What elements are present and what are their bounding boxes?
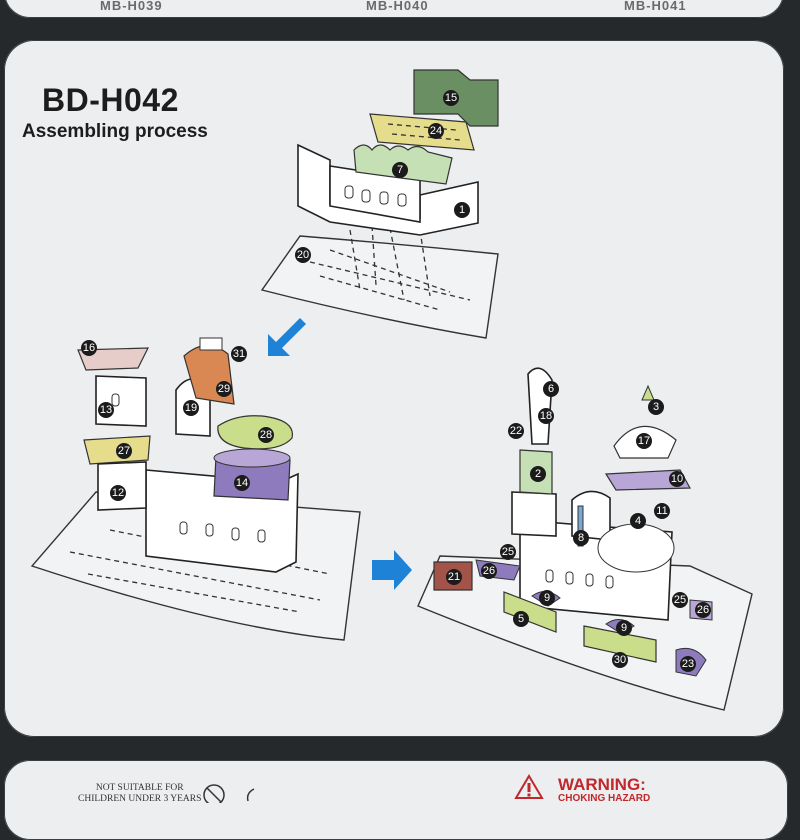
step-2-illustration: 16 31 13 29 19 28 27 14 12 <box>30 337 361 641</box>
badge-9-left: 9 <box>544 592 550 604</box>
part-28-lime-cap <box>217 415 294 450</box>
badge-12: 12 <box>112 487 124 499</box>
badge-5: 5 <box>518 613 524 625</box>
badge-15: 15 <box>445 92 457 104</box>
badge-3: 3 <box>653 401 659 413</box>
assembling-process-subtitle: Assembling process <box>22 121 208 142</box>
badge-2: 2 <box>535 468 541 480</box>
badge-23: 23 <box>682 658 694 670</box>
no-small-children-icon <box>203 784 225 803</box>
part-5-fence <box>503 591 557 633</box>
step-1-illustration: 15 24 7 1 20 <box>260 69 499 339</box>
badge-1: 1 <box>459 204 465 216</box>
assembly-diagram: 15 24 7 1 20 16 31 13 29 19 <box>30 69 753 711</box>
badge-9-right: 9 <box>621 622 627 634</box>
badge-11: 11 <box>656 505 667 517</box>
badge-17: 17 <box>638 435 650 447</box>
badge-25-left: 25 <box>502 546 514 558</box>
badge-18: 18 <box>540 410 552 422</box>
part-24-roof <box>369 113 475 151</box>
badge-20: 20 <box>297 249 309 261</box>
badge-21: 21 <box>448 571 460 583</box>
badge-22: 22 <box>510 425 522 437</box>
age-warning-text: NOT SUITABLE FOR CHILDREN UNDER 3 YEARS <box>78 783 201 805</box>
badge-16: 16 <box>83 342 95 354</box>
badge-30: 30 <box>614 654 626 666</box>
top-model-label-3: MB-H041 <box>624 0 687 13</box>
badge-4: 4 <box>635 515 641 527</box>
badge-24: 24 <box>430 125 442 137</box>
badge-25-right: 25 <box>674 594 686 606</box>
arrow-step-1-to-2 <box>268 318 306 356</box>
badge-7: 7 <box>397 164 403 176</box>
badge-26-right: 26 <box>697 604 709 616</box>
step-3-illustration: 6 3 18 22 17 2 10 11 4 8 25 26 21 9 5 9 … <box>417 367 753 711</box>
part-30-fence <box>583 625 657 663</box>
badge-6: 6 <box>548 383 554 395</box>
part-16-pink-roof <box>77 347 149 371</box>
not-suitable-line-2: CHILDREN UNDER 3 YEARS <box>78 794 202 804</box>
badge-28: 28 <box>260 429 272 441</box>
arrow-step-2-to-3 <box>372 550 412 590</box>
badge-27: 27 <box>118 445 130 457</box>
badge-10: 10 <box>671 473 683 485</box>
warning-triangle-icon <box>514 774 544 799</box>
badge-19: 19 <box>185 402 197 414</box>
age-symbols <box>203 784 255 803</box>
top-model-label-2: MB-H040 <box>366 0 429 13</box>
badge-31: 31 <box>233 348 245 360</box>
badge-8: 8 <box>578 532 584 544</box>
model-code-title: BD-H042 <box>42 82 179 118</box>
badge-26-left: 26 <box>483 565 495 577</box>
warning-title: WARNING: <box>558 775 646 794</box>
badge-14: 14 <box>236 477 248 489</box>
badge-29: 29 <box>218 383 230 395</box>
not-suitable-line-1: NOT SUITABLE FOR <box>95 783 184 793</box>
part-20-base-sheet <box>260 235 499 339</box>
top-model-label-1: MB-H039 <box>100 0 163 13</box>
previous-instruction-card: MB-H039 MB-H040 MB-H041 <box>4 0 784 18</box>
ce-mark-icon <box>246 788 255 802</box>
badge-13: 13 <box>100 404 112 416</box>
part-10-lavender-disc <box>604 469 692 491</box>
